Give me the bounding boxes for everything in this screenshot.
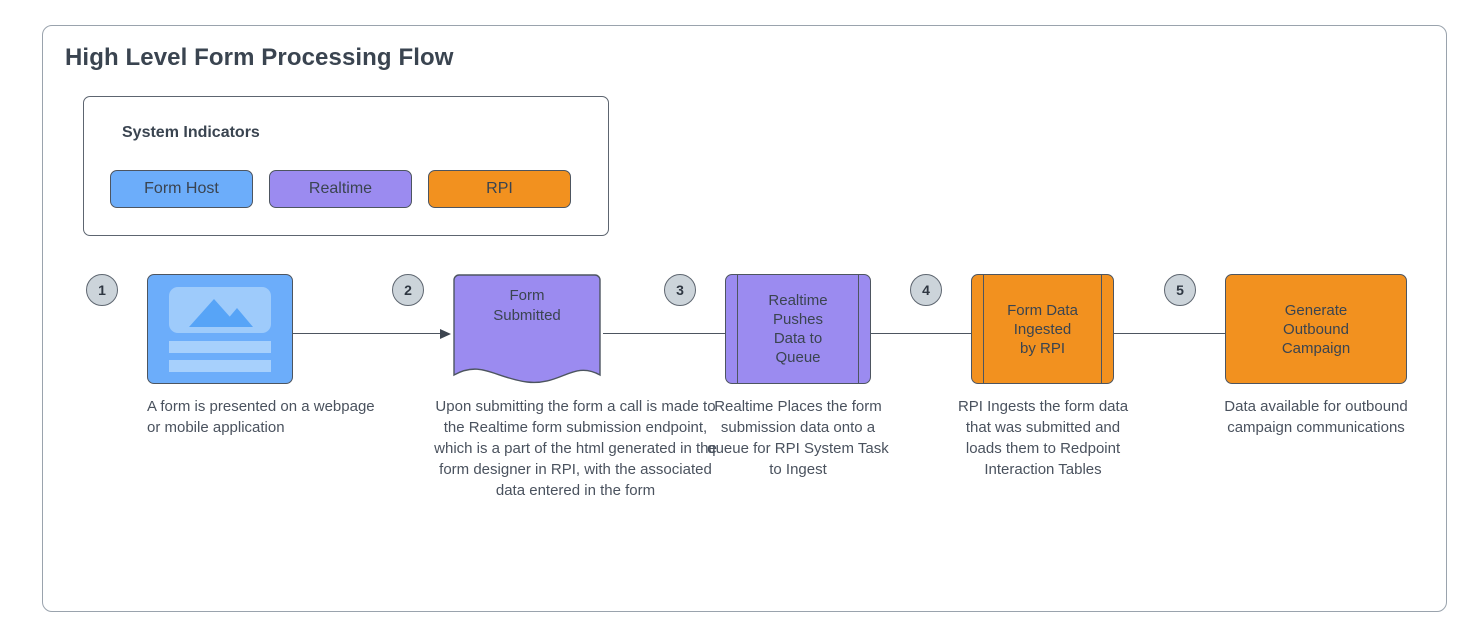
node-label-line: Outbound (1283, 320, 1349, 338)
connector-1-to-2 (293, 329, 451, 339)
step-number: 2 (404, 282, 412, 298)
step-number-badge: 5 (1164, 274, 1196, 306)
node-label: Form Data Ingested by RPI (971, 274, 1114, 384)
step-caption-2: Upon submitting the form a call is made … (434, 398, 717, 499)
node-label-line: Form (509, 287, 545, 304)
step-number-badge: 3 (664, 274, 696, 306)
legend-swatch-rpi[interactable]: RPI (428, 170, 571, 208)
document-shape (453, 274, 601, 386)
node-label-line: Data to (773, 330, 823, 347)
legend-swatch-label: RPI (486, 180, 513, 197)
step-number-badge: 4 (910, 274, 942, 306)
node-generate-outbound-campaign[interactable]: Generate Outbound Campaign (1225, 274, 1407, 384)
process-bar-left (983, 274, 985, 384)
node-label-line: Realtime (768, 292, 828, 309)
legend-swatch-form-host[interactable]: Form Host (110, 170, 253, 208)
node-label: Realtime Pushes Data to Queue (725, 274, 871, 384)
node-label-line: by RPI (1019, 339, 1065, 357)
step-caption-4: RPI Ingests the form data that was submi… (957, 398, 1129, 478)
node-label-line: Ingested (1013, 320, 1072, 338)
legend-swatch-label: Form Host (144, 180, 219, 197)
node-label-line: Pushes (772, 311, 824, 328)
process-bar-right (1100, 274, 1102, 384)
process-bar-right (857, 274, 859, 384)
step-caption-1: A form is presented on a webpage or mobi… (147, 398, 375, 436)
node-form-data-ingested-by-rpi[interactable]: Form Data Ingested by RPI (971, 274, 1114, 384)
legend-swatch-label: Realtime (308, 180, 373, 197)
step-caption-3: Realtime Places the form submission data… (707, 398, 889, 478)
step-caption-5: Data available for outbound campaign com… (1224, 398, 1408, 436)
diagram-card: High Level Form Processing Flow System I… (42, 25, 1447, 612)
flow-row: 1 A form is presented on a webpage or mo… (43, 26, 1448, 613)
node-label-line: Campaign (1281, 339, 1351, 357)
node-label: Form Submitted (453, 286, 601, 326)
step-number-badge: 2 (392, 274, 424, 306)
legend-swatch-realtime[interactable]: Realtime (269, 170, 412, 208)
step-number: 5 (1176, 282, 1184, 298)
node-label-line: Form Data (1007, 301, 1078, 319)
legend-title: System Indicators (122, 124, 260, 141)
process-bar-left (737, 274, 739, 384)
step-number: 3 (676, 282, 684, 298)
step-number: 4 (922, 282, 930, 298)
node-form-submitted[interactable]: Form Submitted (453, 274, 601, 386)
node-label-line: Generate (1284, 301, 1348, 319)
node-label-line: Submitted (493, 307, 561, 324)
legend-swatch-list: Form Host Realtime RPI (110, 170, 571, 208)
node-realtime-pushes-data-to-queue[interactable]: Realtime Pushes Data to Queue (725, 274, 871, 384)
legend-box: System Indicators Form Host Realtime RPI (83, 96, 609, 236)
step-number: 1 (98, 282, 106, 298)
step-number-badge: 1 (86, 274, 118, 306)
node-label: Generate Outbound Campaign (1225, 274, 1407, 384)
node-form-presented[interactable] (147, 274, 293, 384)
node-label-line: Queue (775, 349, 821, 366)
page-title: High Level Form Processing Flow (65, 44, 454, 71)
